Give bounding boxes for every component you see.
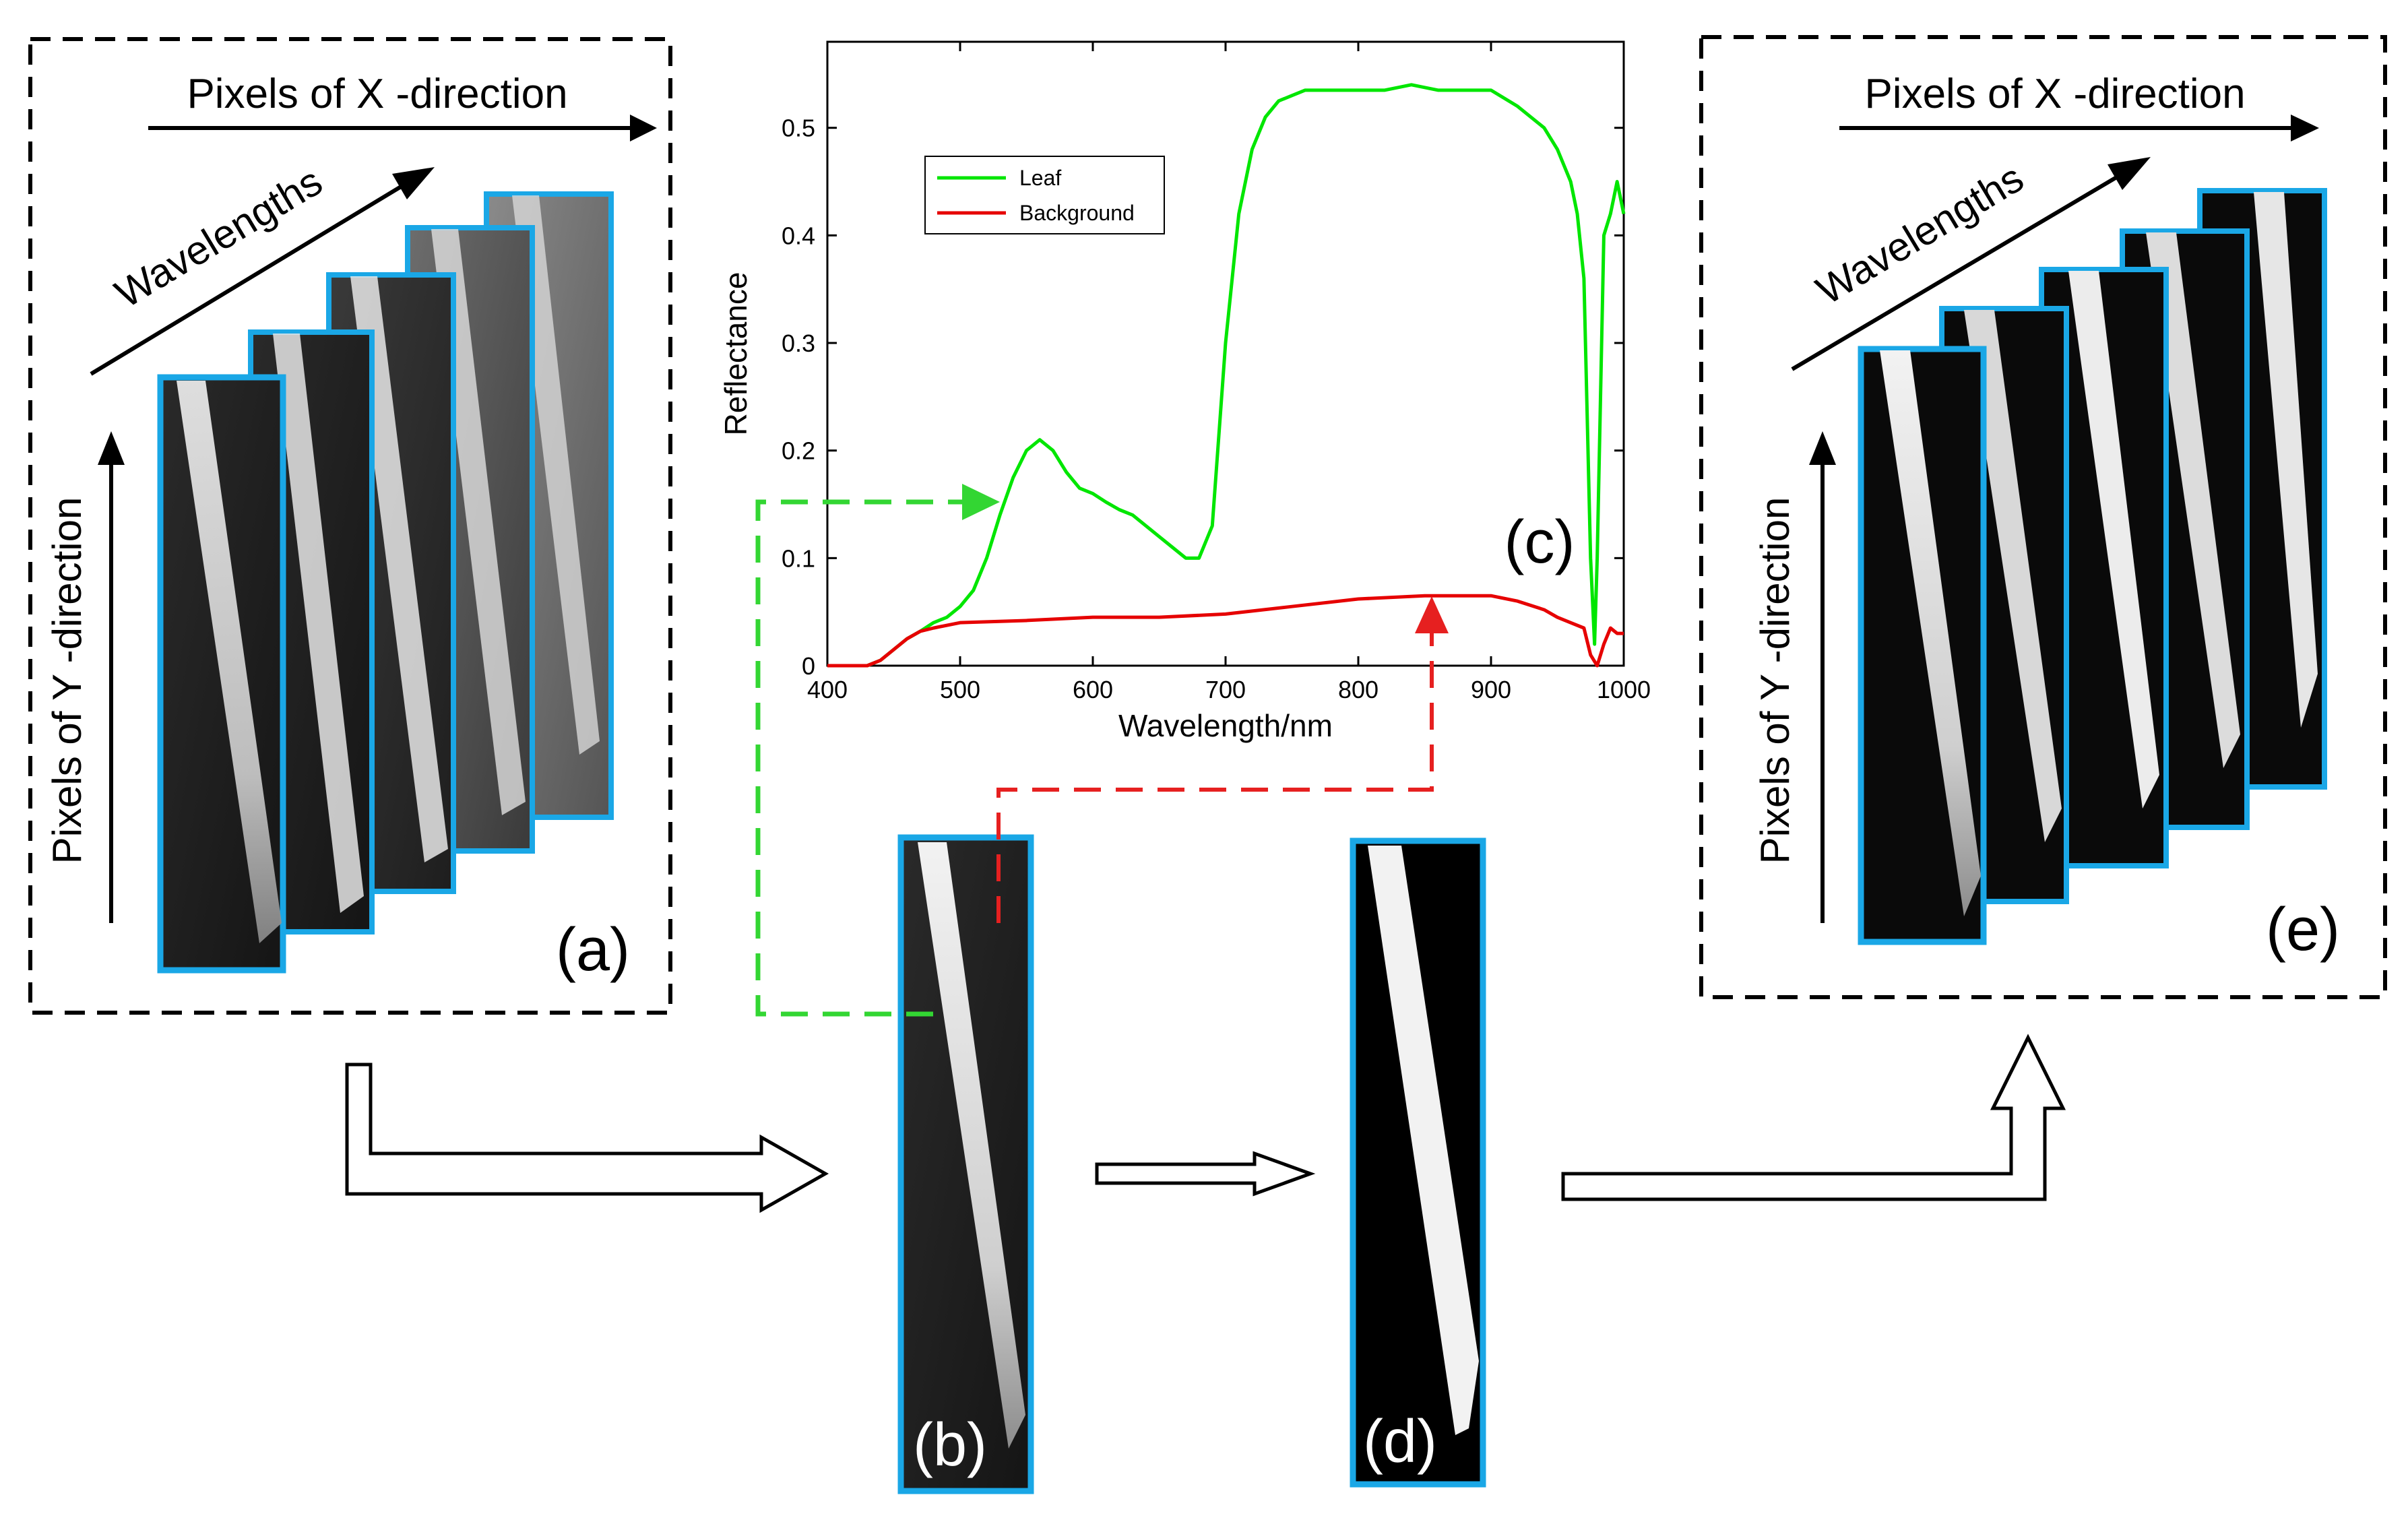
flow-arrow-a-to-b bbox=[345, 1063, 829, 1213]
panel-a-y-label: Pixels of Y -direction bbox=[44, 497, 90, 864]
panel-e-x-arrowhead-icon bbox=[2291, 115, 2319, 141]
x-tick-label: 1000 bbox=[1597, 676, 1651, 703]
panel-a-wavelength-arrow bbox=[90, 179, 412, 376]
panel-a-frame-2 bbox=[248, 329, 375, 935]
panel-e-dashed-box bbox=[1699, 35, 2387, 999]
legend-box bbox=[924, 156, 1165, 234]
x-tick-label: 700 bbox=[1205, 676, 1246, 703]
x-tick-label: 600 bbox=[1073, 676, 1113, 703]
panel-a-frame-1 bbox=[157, 374, 286, 974]
flow-arrow-b-to-d bbox=[1095, 1151, 1316, 1197]
panel-a-wavelength-arrowhead-icon bbox=[392, 167, 435, 199]
red-dashed-line bbox=[996, 630, 1434, 923]
x-tick-label: 800 bbox=[1338, 676, 1379, 703]
y-axis-label: Reflectance bbox=[718, 272, 753, 436]
green-arrowhead-icon bbox=[962, 484, 1000, 520]
x-tick-label: 500 bbox=[940, 676, 980, 703]
panel-d: (d) bbox=[1350, 837, 1486, 1488]
y-tick-label: 0.5 bbox=[782, 115, 815, 142]
panel-e-wavelength-arrowhead-icon bbox=[2108, 157, 2151, 190]
panel-a-wavelength-label: Wavelengths bbox=[107, 158, 329, 317]
panel-e-wavelength-label: Wavelengths bbox=[1808, 155, 2031, 313]
red-arrowhead-icon bbox=[1415, 596, 1449, 633]
y-tick-label: 0 bbox=[802, 652, 815, 680]
green-dashed-line bbox=[755, 499, 963, 1017]
panel-e-y-label: Pixels of Y -direction bbox=[1752, 497, 1798, 864]
series-layer bbox=[827, 83, 1626, 668]
x-ticks: 400 500 600 700 800 900 1000 bbox=[807, 42, 1651, 703]
panel-d-label: (d) bbox=[1363, 1408, 1437, 1476]
series-line-background bbox=[827, 594, 1624, 668]
series-line-leaf bbox=[827, 83, 1626, 668]
panel-b-leaf-stripe bbox=[918, 842, 1025, 1449]
panel-b-label: (b) bbox=[913, 1412, 987, 1479]
panel-e-frame-1 bbox=[1858, 346, 1987, 945]
panel-e-y-arrowhead-icon bbox=[1809, 431, 1836, 465]
x-tick-label: 900 bbox=[1471, 676, 1511, 703]
panel-a-x-arrowhead-icon bbox=[630, 115, 657, 141]
x-tick-label: 400 bbox=[807, 676, 848, 703]
red-connector bbox=[996, 596, 1449, 923]
panel-c-label: (c) bbox=[1504, 509, 1575, 576]
flow-arrow-d-to-e bbox=[1561, 1034, 2066, 1201]
panel-a-y-arrowhead-icon bbox=[98, 431, 125, 465]
panel-b: (b) bbox=[897, 834, 1034, 1494]
panel-e-label: (e) bbox=[2266, 896, 2340, 963]
green-connector bbox=[755, 484, 1000, 1017]
panel-a-label: (a) bbox=[556, 916, 630, 984]
panel-e-wavelength-arrow bbox=[1791, 170, 2127, 371]
panel-a: Pixels of X -direction Wavelengths Pixel… bbox=[28, 37, 672, 1015]
y-tick-label: 0.1 bbox=[782, 544, 815, 572]
legend-label: Leaf bbox=[1019, 166, 1061, 190]
legend-label: Background bbox=[1019, 201, 1135, 225]
panel-e-x-label: Pixels of X -direction bbox=[1864, 71, 2245, 117]
y-ticks: 0 0.1 0.2 0.3 0.4 0.5 bbox=[782, 115, 1624, 680]
x-axis-label: Wavelength/nm bbox=[1118, 708, 1333, 743]
panel-a-x-label: Pixels of X -direction bbox=[187, 71, 567, 117]
y-tick-label: 0.3 bbox=[782, 329, 815, 357]
panel-e: Pixels of X -direction Wavelengths Pixel… bbox=[1699, 35, 2387, 999]
y-tick-label: 0.4 bbox=[782, 222, 815, 249]
panel-d-leaf-mask bbox=[1368, 846, 1479, 1435]
y-tick-label: 0.2 bbox=[782, 437, 815, 465]
